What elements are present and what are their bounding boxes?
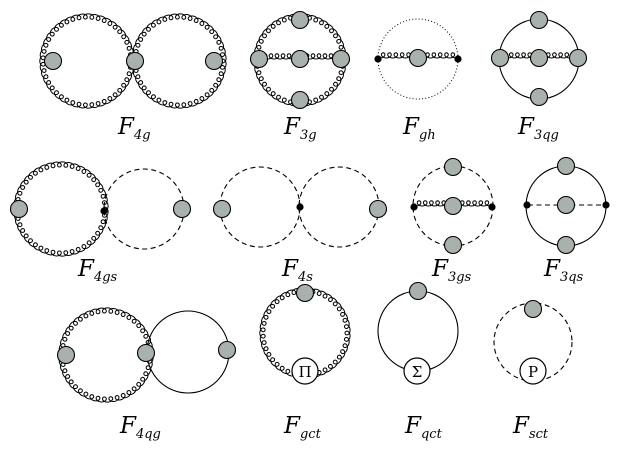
self-energy-blob bbox=[212, 199, 232, 219]
vertex-dot bbox=[488, 203, 496, 211]
self-energy-blob bbox=[556, 235, 576, 255]
label-F4s: F4s bbox=[281, 256, 313, 285]
self-energy-blob bbox=[529, 10, 549, 30]
vertex-dot bbox=[100, 207, 108, 215]
self-energy-blob bbox=[568, 48, 588, 68]
label-Fsct: Fsct bbox=[512, 413, 549, 442]
diagram-Fsct bbox=[493, 299, 573, 385]
self-energy-blob bbox=[56, 345, 76, 365]
vertex-dot bbox=[374, 55, 382, 63]
self-energy-blob bbox=[295, 283, 315, 303]
label-F3qs: F3qs bbox=[543, 256, 584, 285]
self-energy-blob bbox=[408, 281, 428, 301]
self-energy-blob bbox=[290, 10, 310, 30]
self-energy-blob bbox=[290, 49, 310, 69]
counterterm-insertion bbox=[403, 357, 431, 385]
self-energy-blob bbox=[204, 51, 224, 71]
insertion-sigma-symbol: Σ bbox=[412, 363, 423, 381]
self-energy-blob bbox=[368, 199, 388, 219]
self-energy-blob bbox=[43, 51, 63, 71]
self-energy-blob bbox=[529, 48, 549, 68]
quark-loop bbox=[146, 310, 230, 394]
self-energy-blob bbox=[125, 51, 145, 71]
self-energy-blob bbox=[408, 48, 428, 68]
scalar-loop bbox=[103, 168, 185, 250]
vertex-dot bbox=[602, 201, 610, 209]
diagram-Fgh bbox=[374, 18, 462, 100]
vertex-dot bbox=[296, 203, 304, 211]
counterterm-insertion bbox=[519, 357, 547, 385]
counterterm-insertion bbox=[291, 357, 319, 385]
label-F3g: F3g bbox=[283, 114, 317, 143]
self-energy-blob bbox=[443, 235, 463, 255]
self-energy-blob bbox=[290, 90, 310, 110]
scalar-loop bbox=[298, 166, 380, 248]
diagram-Fgct bbox=[259, 283, 351, 385]
insertion-pi-symbol: Π bbox=[298, 363, 311, 381]
self-energy-blob bbox=[529, 87, 549, 107]
label-F4g: F4g bbox=[117, 114, 151, 143]
self-energy-blob bbox=[443, 196, 463, 216]
self-energy-blob bbox=[556, 156, 576, 176]
self-energy-blob bbox=[9, 199, 29, 219]
label-F4gs: F4gs bbox=[77, 256, 118, 285]
vertex-dot bbox=[454, 55, 462, 63]
label-F4qg: F4qg bbox=[119, 413, 161, 442]
diagram-F4s bbox=[212, 166, 388, 248]
label-F3gs: F3gs bbox=[431, 256, 472, 285]
gluon-loop bbox=[39, 13, 135, 109]
label-Fgh: Fgh bbox=[402, 114, 436, 143]
self-energy-blob bbox=[172, 199, 192, 219]
self-energy-blob bbox=[136, 343, 156, 363]
gluon-loop bbox=[259, 287, 351, 379]
vertex-dot bbox=[410, 203, 418, 211]
insertion-p-symbol: P bbox=[528, 363, 538, 381]
self-energy-blob bbox=[331, 49, 351, 69]
self-energy-blob bbox=[217, 340, 237, 360]
label-Fqct: Fqct bbox=[404, 413, 443, 442]
self-energy-blob bbox=[490, 48, 510, 68]
self-energy-blob bbox=[249, 49, 269, 69]
self-energy-blob bbox=[523, 299, 543, 319]
diagram-F3qg bbox=[490, 10, 588, 107]
diagram-F4qg bbox=[56, 307, 237, 403]
diagram-F3qs bbox=[523, 156, 610, 255]
self-energy-blob bbox=[443, 157, 463, 177]
diagram-F3gs bbox=[410, 157, 496, 255]
label-F3qg: F3qg bbox=[517, 114, 559, 143]
label-Fgct: Fgct bbox=[283, 413, 322, 442]
vertex-dot bbox=[523, 201, 531, 209]
diagram-F3g bbox=[249, 10, 351, 110]
self-energy-blob bbox=[556, 195, 576, 215]
diagram-Fqct bbox=[377, 281, 459, 385]
diagram-F4g bbox=[39, 13, 227, 109]
diagram-F4gs bbox=[9, 161, 192, 257]
scalar-loop bbox=[219, 166, 301, 248]
